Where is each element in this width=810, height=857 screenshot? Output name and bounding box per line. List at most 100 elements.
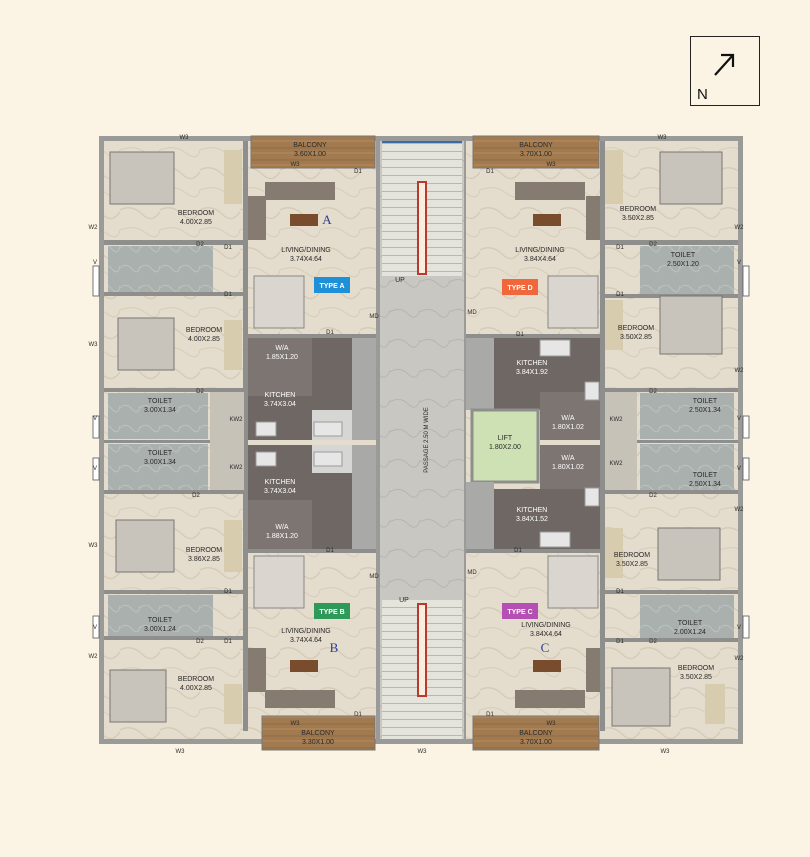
lift-label: LIFT [498,435,513,442]
stair-rail-bottom [417,603,427,697]
bedroom-d1-dim: 3.50X2.85 [622,215,654,222]
toilet-c-floor [640,595,734,638]
toilet-d3-dim: 2.50X1.34 [689,481,721,488]
svg-text:MD: MD [467,310,477,316]
svg-text:D1: D1 [354,169,362,175]
toilet-a3-floor [108,444,208,490]
living-c-dim: 3.84X4.64 [530,631,562,638]
balcony-br-label: BALCONY [519,730,553,737]
svg-text:D2: D2 [196,242,204,248]
svg-text:D1: D1 [516,332,524,338]
svg-text:W3: W3 [661,749,671,755]
svg-text:W3: W3 [291,162,301,168]
living-c-label: LIVING/DINING [521,622,570,629]
kitchen-a-counter2 [352,338,376,440]
svg-text:W3: W3 [180,135,190,141]
kitchen-a-stove [313,421,343,437]
svg-text:W3: W3 [89,543,99,549]
balcony-bottom-right [472,715,600,751]
kitchen-c-dim: 3.84X1.52 [516,516,548,523]
bedroom-c2-label: BEDROOM [678,665,714,672]
svg-text:W2: W2 [735,656,745,662]
walls-right [466,141,738,731]
kitchen-a-label: KITCHEN [265,392,296,399]
passage-label: PASSAGE 2.50 M WIDE [424,407,430,473]
toilet-d1-label: TOILET [671,252,696,259]
living-furniture [248,182,600,708]
wa-d-label: W/A [561,415,575,422]
svg-text:W2: W2 [735,368,745,374]
svg-text:KW2: KW2 [609,461,623,467]
svg-text:W3: W3 [418,749,428,755]
svg-text:D2: D2 [649,242,657,248]
kitchen-d-stove [539,339,571,357]
svg-text:KW2: KW2 [609,417,623,423]
wardrobes [224,150,725,724]
svg-text:D1: D1 [326,548,334,554]
bedroom-a2-label: BEDROOM [186,327,222,334]
svg-text:W2: W2 [735,507,745,513]
living-b-label: LIVING/DINING [281,628,330,635]
balcony-tr-label: BALCONY [519,142,553,149]
svg-text:V: V [737,466,741,472]
north-arrow-icon [714,53,735,76]
balcony-bottom-left [261,715,376,751]
svg-text:W3: W3 [547,162,557,168]
living-a-dim: 3.74X4.64 [290,256,322,263]
walls-left [104,141,376,731]
kitchen-b-counter2 [352,445,376,549]
svg-text:W3: W3 [547,721,557,727]
svg-text:V: V [93,260,97,266]
toilet-a2-floor [108,393,208,439]
living-d-dim: 3.84X4.64 [524,256,556,263]
svg-text:D1: D1 [224,245,232,251]
toilet-b-label: TOILET [148,617,173,624]
wa-b-floor [248,500,312,549]
toilet-a-floor [108,246,213,292]
svg-text:D2: D2 [649,639,657,645]
bedroom-d2-label: BEDROOM [618,325,654,332]
svg-text:W3: W3 [291,721,301,727]
bedroom-b1-label: BEDROOM [186,547,222,554]
svg-text:D2: D2 [192,493,200,499]
bedroom-c1-dim: 3.50X2.85 [616,561,648,568]
living-a-label: LIVING/DINING [281,247,330,254]
bedroom-b2-label: BEDROOM [178,676,214,683]
toilet-d3-floor [640,444,734,490]
kitchen-d-label: KITCHEN [517,360,548,367]
type-a-label: TYPE A [319,283,344,290]
bedroom-a1-dim: 4.00X2.85 [180,219,212,226]
type-d-label: TYPE D [507,285,532,292]
kitchen-b-dim: 3.74X3.04 [264,488,296,495]
wa-c-dim: 1.80X1.02 [552,464,584,471]
svg-text:W2: W2 [89,654,99,660]
balcony-bl-label: BALCONY [301,730,335,737]
type-c-label: TYPE C [507,609,532,616]
svg-text:V: V [737,260,741,266]
svg-text:D1: D1 [616,292,624,298]
lift-floor [470,408,540,484]
bedroom-c2-dim: 3.50X2.85 [680,674,712,681]
svg-text:D1: D1 [224,639,232,645]
toilet-d3-label: TOILET [693,472,718,479]
kitchen-a-sink [255,421,277,437]
wa-b-label: W/A [275,524,289,531]
compass-label: N [697,86,708,103]
lift-dim: 1.80X2.00 [489,444,521,451]
unit-letter-c: C [541,640,550,655]
toilet-a2-dim: 3.00X1.34 [144,459,176,466]
unit-letter-b: B [330,640,339,655]
kitchen-d-counter [466,338,494,410]
svg-text:D1: D1 [486,169,494,175]
bedroom-b2-dim: 4.00X2.85 [180,685,212,692]
svg-text:D2: D2 [649,389,657,395]
svg-text:D2: D2 [196,639,204,645]
toilet-d2-dim: 2.50X1.34 [689,407,721,414]
svg-text:MD: MD [369,314,379,320]
svg-text:W2: W2 [89,225,99,231]
kitchen-d-sink [584,381,600,401]
svg-text:V: V [93,466,97,472]
svg-text:D1: D1 [224,589,232,595]
toilet-a-label: TOILET [148,398,173,405]
